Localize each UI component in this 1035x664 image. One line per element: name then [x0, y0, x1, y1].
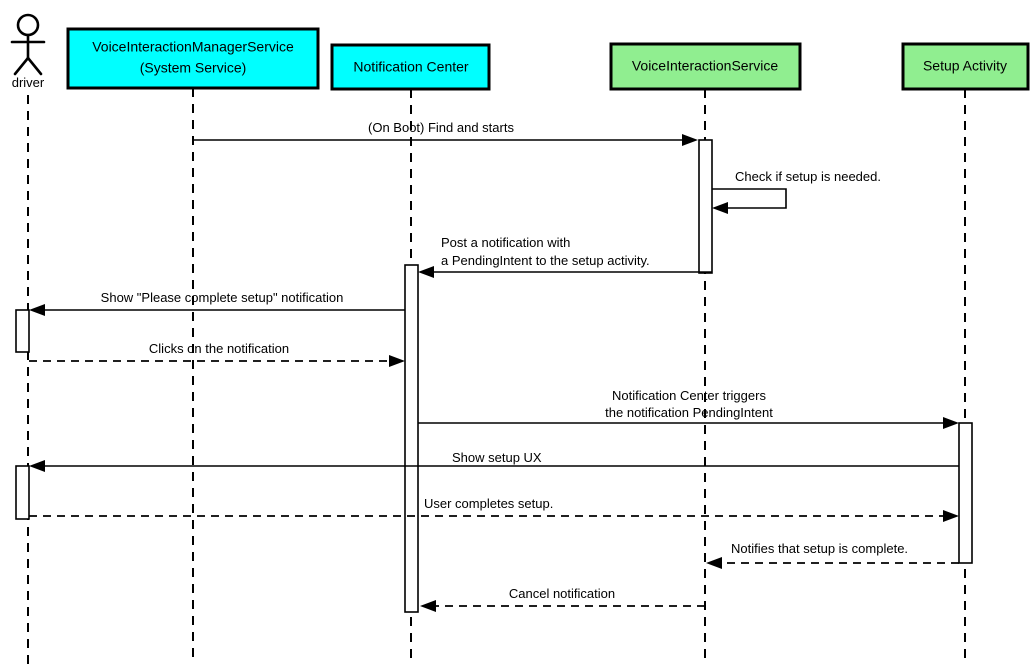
message-self-line: [712, 188, 787, 209]
participant-driver[interactable]: driver: [10, 13, 46, 90]
participant-box-setup-activity[interactable]: [901, 42, 1030, 91]
participant-vims[interactable]: VoiceInteractionManagerService (System S…: [66, 27, 320, 90]
arrow-head-left-icon: [418, 266, 434, 278]
message-show-please-complete-setup-notification[interactable]: Show "Please complete setup" notificatio…: [29, 290, 405, 316]
message-clicks-on-the-notification[interactable]: Clicks on the notification: [29, 341, 405, 367]
message-notification-center-triggers-pendingintent[interactable]: Notification Center triggers the notific…: [418, 388, 959, 429]
arrow-head-right-icon: [943, 510, 959, 522]
message-show-setup-ux[interactable]: Show setup UX: [29, 450, 959, 472]
activation-bar-driver-1: [15, 309, 30, 353]
message-notifies-that-setup-is-complete[interactable]: Notifies that setup is complete.: [706, 541, 959, 569]
participant-label-setup-activity: Setup Activity: [923, 58, 1007, 74]
message-label-clicks-notification: Clicks on the notification: [149, 341, 289, 356]
participant-label-vims-line2: (System Service): [140, 60, 247, 76]
message-post-a-notification[interactable]: Post a notification with a PendingIntent…: [418, 235, 712, 278]
arrow-head-right-icon: [682, 134, 698, 146]
message-cancel-notification[interactable]: Cancel notification: [420, 586, 705, 612]
message-label-triggers-line1: Notification Center triggers: [612, 388, 766, 403]
participant-vis[interactable]: VoiceInteractionService: [609, 42, 802, 91]
arrow-head-left-icon: [29, 304, 45, 316]
message-check-if-setup-is-needed[interactable]: Check if setup is needed.: [712, 169, 881, 214]
message-label-post-notification-line1: Post a notification with: [441, 235, 570, 250]
message-label-cancel-notification: Cancel notification: [509, 586, 615, 601]
activation-bar-notification-center-1: [404, 264, 419, 613]
actor-figure-icon: [10, 13, 46, 76]
message-label-user-completes-setup: User completes setup.: [424, 496, 553, 511]
message-label-check-setup: Check if setup is needed.: [735, 169, 881, 184]
message-on-boot-find-and-starts[interactable]: (On Boot) Find and starts: [193, 120, 698, 146]
message-label-on-boot: (On Boot) Find and starts: [368, 120, 514, 135]
participant-box-vims[interactable]: [66, 27, 320, 90]
participant-label-notification-center: Notification Center: [353, 59, 469, 75]
participant-setup-activity[interactable]: Setup Activity: [901, 42, 1030, 91]
message-label-show-notification: Show "Please complete setup" notificatio…: [101, 290, 344, 305]
arrow-head-left-icon: [420, 600, 436, 612]
activation-bar-setup-activity-1: [958, 422, 973, 564]
participant-box-vis[interactable]: [609, 42, 802, 91]
arrow-head-left-icon: [712, 202, 728, 214]
message-label-triggers-line2: the notification PendingIntent: [605, 405, 773, 420]
arrow-head-left-icon: [29, 460, 45, 472]
arrow-head-right-icon: [943, 417, 959, 429]
participant-label-vis: VoiceInteractionService: [632, 58, 779, 74]
arrow-head-left-icon: [706, 557, 722, 569]
message-label-show-setup-ux: Show setup UX: [452, 450, 542, 465]
message-label-post-notification-line2: a PendingIntent to the setup activity.: [441, 253, 650, 268]
activation-bars-group: [15, 139, 973, 613]
participant-notification-center[interactable]: Notification Center: [330, 43, 491, 91]
activation-bar-driver-2: [15, 465, 30, 520]
arrow-head-right-icon: [389, 355, 405, 367]
message-label-notifies-setup-complete: Notifies that setup is complete.: [731, 541, 908, 556]
message-user-completes-setup[interactable]: User completes setup.: [29, 496, 959, 522]
participant-box-notification-center[interactable]: [330, 43, 491, 91]
participant-label-vims-line1: VoiceInteractionManagerService: [92, 39, 294, 55]
lifelines-group: [27, 88, 966, 664]
activation-bar-vis-1: [698, 139, 713, 274]
participant-label-driver: driver: [12, 75, 45, 90]
